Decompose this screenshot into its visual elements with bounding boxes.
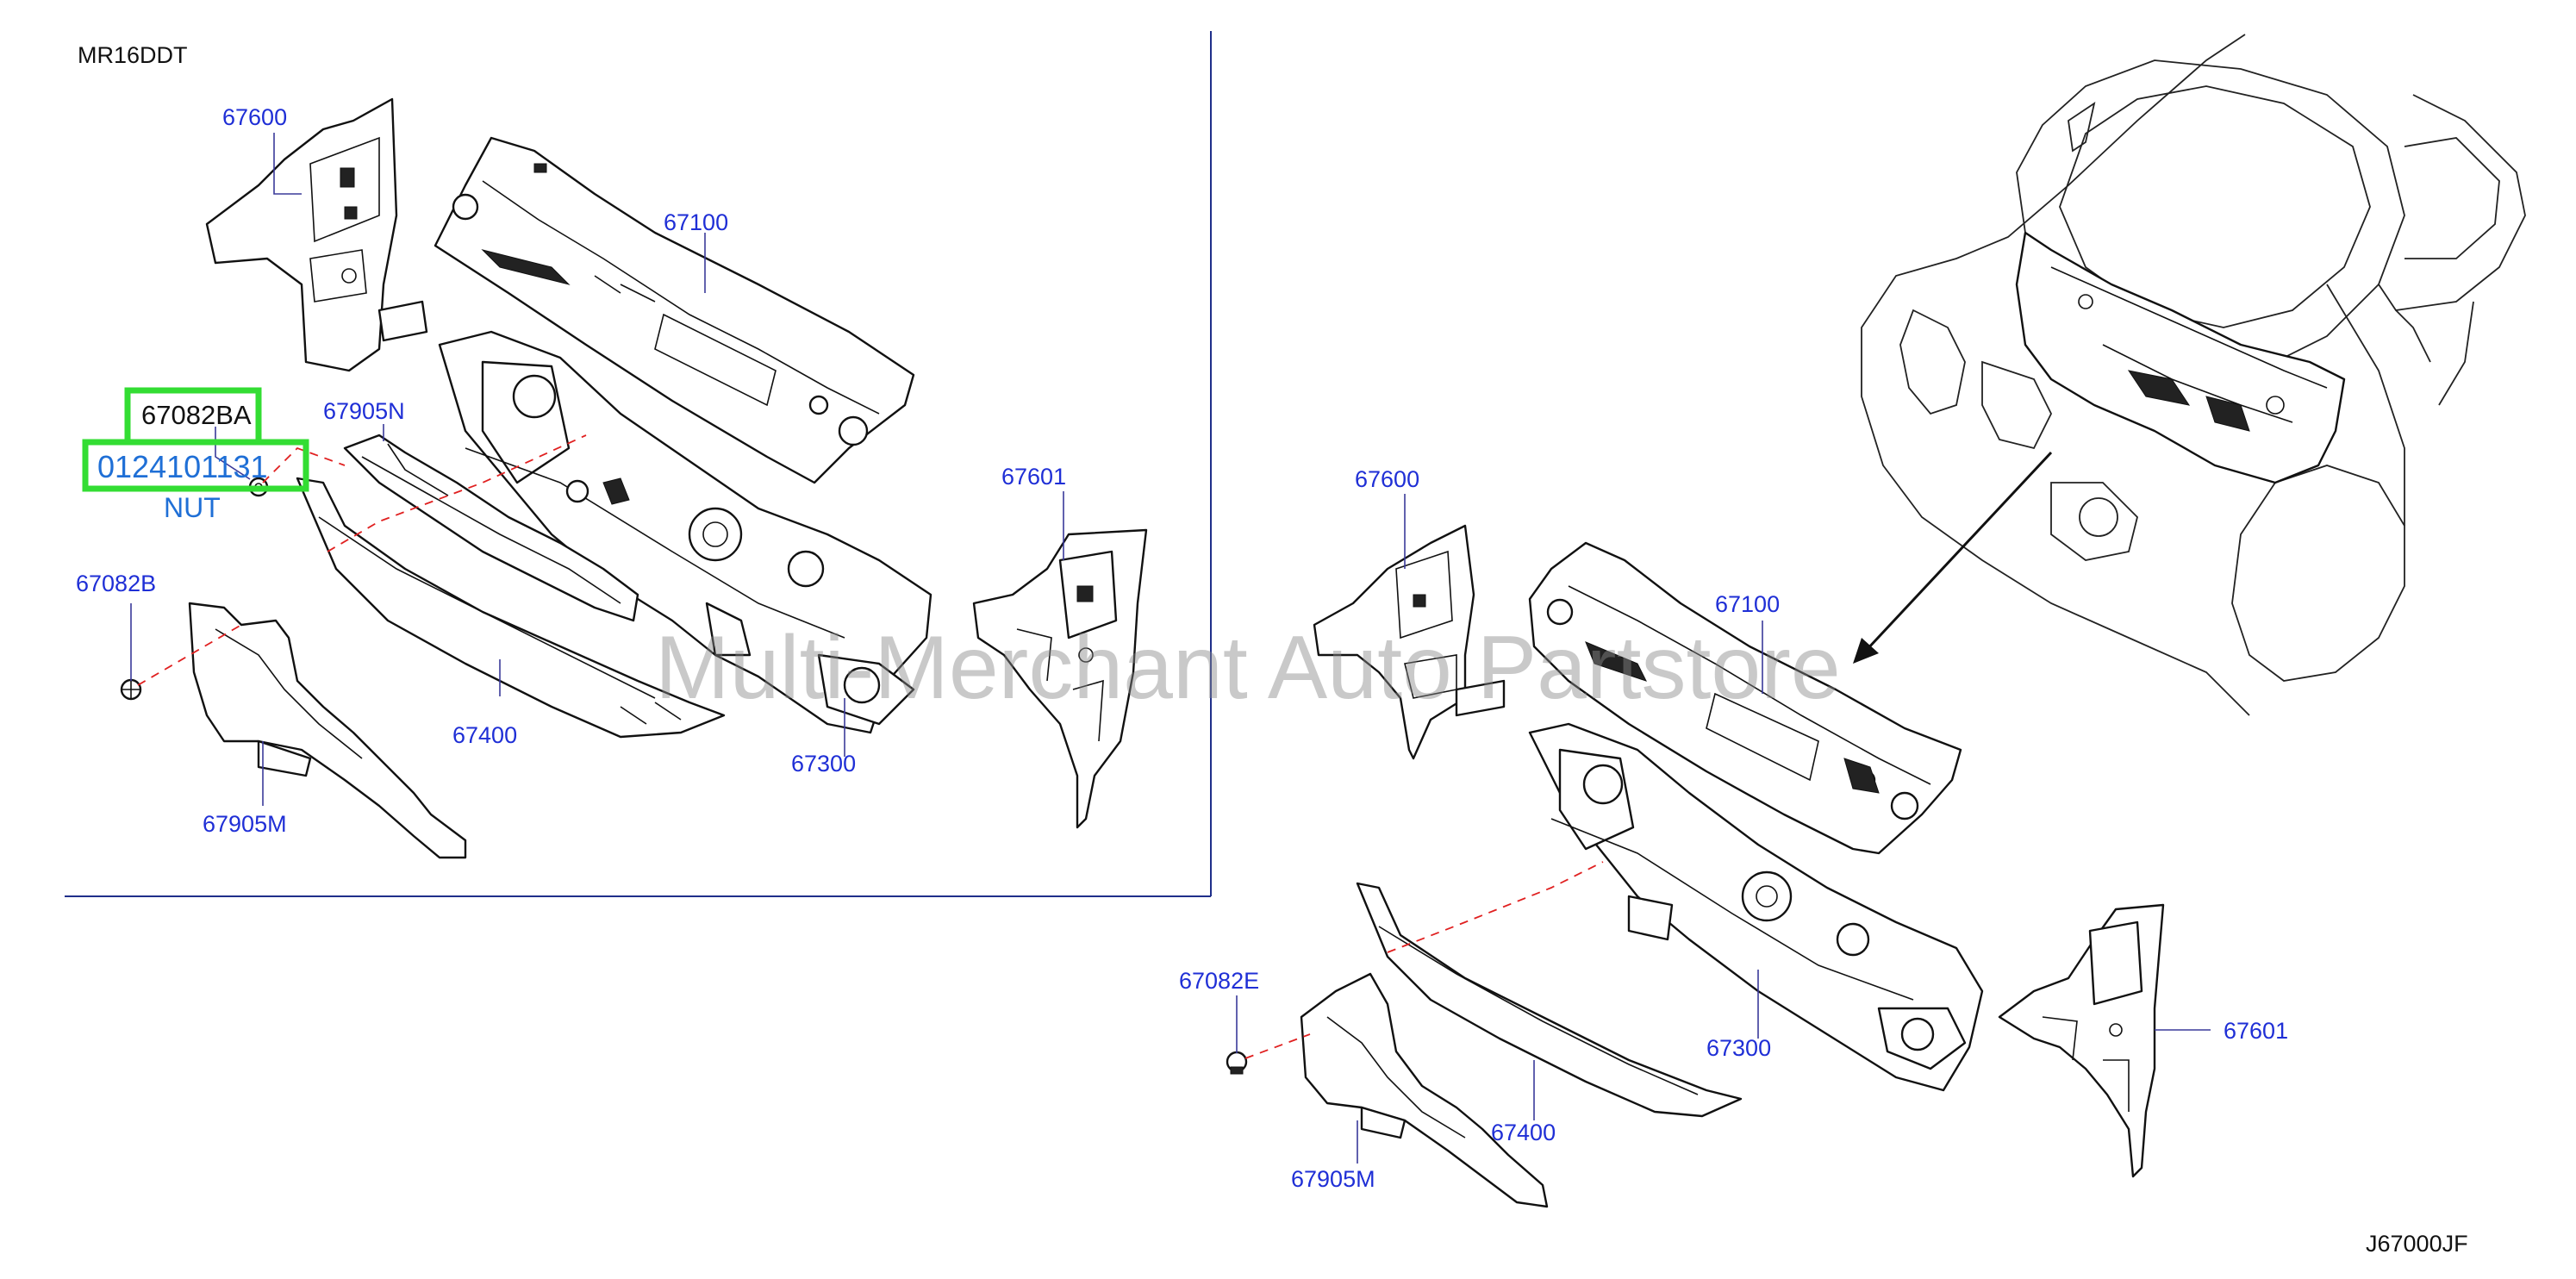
engine-label: MR16DDT: [78, 42, 188, 68]
left-label-67082B[interactable]: 67082B: [76, 571, 156, 596]
right-label-67601[interactable]: 67601: [2224, 1018, 2288, 1044]
left-dashed-lines: [137, 434, 587, 686]
left-label-67905N[interactable]: 67905N: [323, 398, 405, 424]
left-label-67600[interactable]: 67600: [222, 104, 287, 130]
right-label-67300[interactable]: 67300: [1706, 1035, 1771, 1061]
right-label-67400[interactable]: 67400: [1491, 1120, 1556, 1145]
left-label-67300[interactable]: 67300: [791, 751, 856, 777]
left-part-67600[interactable]: [205, 97, 428, 372]
highlight-part-number[interactable]: 0124101131: [97, 449, 268, 484]
right-part-67100[interactable]: [1528, 541, 1962, 855]
right-part-67400[interactable]: [1356, 882, 1743, 1118]
right-dashed-lines: [1244, 861, 1604, 1059]
right-part-67300[interactable]: [1528, 722, 1984, 1092]
left-part-67905M[interactable]: [188, 602, 467, 859]
vehicle-locator-illustration: [1853, 34, 2526, 716]
left-part-67300[interactable]: [438, 330, 932, 734]
right-label-67100[interactable]: 67100: [1715, 591, 1780, 617]
right-leaders: [1236, 494, 2211, 1164]
highlight-description: NUT: [164, 492, 221, 523]
diagram-code: J67000JF: [2366, 1231, 2468, 1257]
left-label-67100[interactable]: 67100: [664, 209, 728, 235]
left-label-67601[interactable]: 67601: [1001, 464, 1066, 490]
right-part-67600[interactable]: [1313, 524, 1506, 760]
right-label-67905M[interactable]: 67905M: [1291, 1166, 1375, 1192]
left-label-67400[interactable]: 67400: [452, 722, 517, 748]
left-part-67905N[interactable]: [343, 434, 639, 622]
right-label-67082E[interactable]: 67082E: [1179, 968, 1259, 994]
left-part-67400[interactable]: [296, 477, 726, 739]
highlight-box-number: [82, 439, 309, 492]
right-part-67601[interactable]: [1998, 903, 2165, 1178]
highlighted-part-callout[interactable]: 67082BA 0124101131 NUT: [82, 387, 309, 523]
left-part-67100[interactable]: [433, 136, 915, 484]
inset-frame: [65, 31, 1212, 897]
left-label-67905M[interactable]: 67905M: [203, 811, 287, 837]
watermark: Multi-Merchant Auto Partstore: [655, 618, 1841, 718]
left-part-67601[interactable]: [972, 528, 1148, 829]
highlight-part-label[interactable]: 67082BA: [141, 400, 252, 430]
left-clip-67082B[interactable]: [120, 678, 142, 701]
left-leaders: [130, 133, 1064, 806]
right-clip-67082E[interactable]: [1226, 1051, 1248, 1075]
right-part-67905M[interactable]: [1300, 972, 1549, 1208]
right-label-67600[interactable]: 67600: [1355, 466, 1419, 492]
